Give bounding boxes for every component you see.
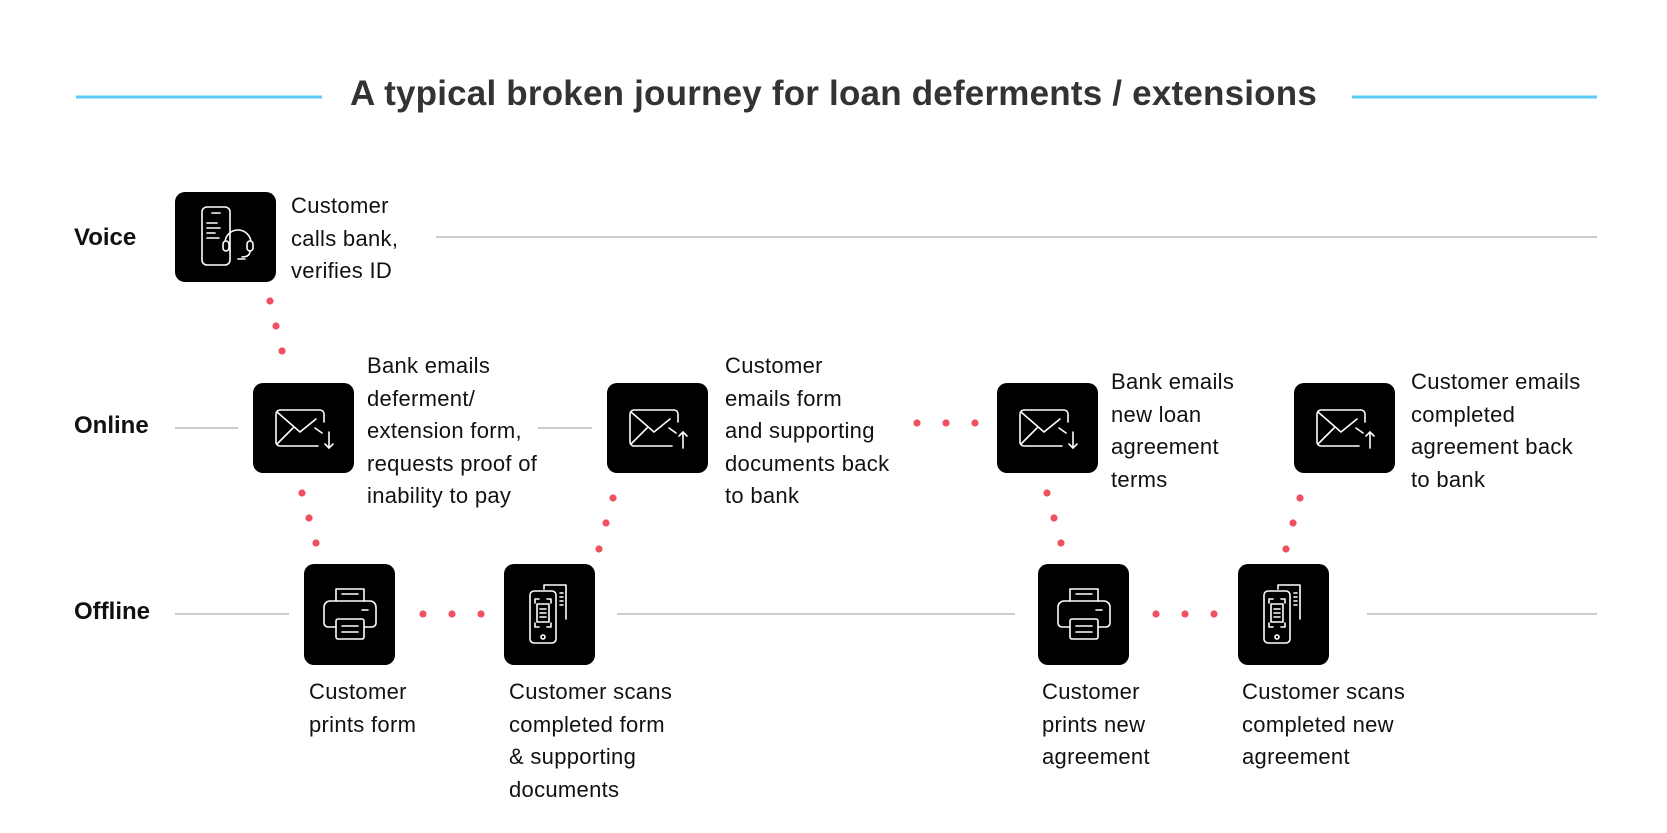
step-print-agreement-icon-box [1038, 564, 1129, 665]
lane-label-offline: Offline [74, 598, 150, 625]
step-bank-email-form-label: Bank emails deferment/ extension form, r… [367, 353, 538, 508]
step-call-icon-box [175, 192, 276, 282]
step-print-agreement-label: Customer prints new agreement [1042, 679, 1150, 769]
email-receive-icon [274, 409, 334, 449]
step-bank-email-form-icon-box [253, 383, 354, 473]
phone-headset-icon [200, 206, 254, 266]
step-customer-email-form-label: Customer emails form and supporting docu… [725, 353, 890, 508]
connector-email-to-print-2 [1043, 489, 1065, 547]
connector-email-to-print [298, 489, 320, 547]
email-send-icon [1315, 409, 1375, 449]
connector-scan-to-email-2 [1282, 494, 1304, 553]
step-customer-email-form-icon-box [607, 383, 708, 473]
connector-print-to-scan [419, 610, 485, 618]
step-print-form-icon-box [304, 564, 395, 665]
email-receive-icon [1018, 409, 1078, 449]
page-title: A typical broken journey for loan deferm… [350, 74, 1317, 113]
connector-email-to-email [913, 419, 979, 427]
step-customer-email-agreement-label: Customer emails completed agreement back… [1411, 369, 1581, 492]
step-scan-form-icon-box [504, 564, 595, 665]
step-bank-email-terms-icon-box [997, 383, 1098, 473]
step-print-form-label: Customer prints form [309, 679, 417, 737]
step-scan-agreement-icon-box [1238, 564, 1329, 665]
lane-label-online: Online [74, 412, 149, 439]
email-send-icon [628, 409, 688, 449]
step-scan-agreement-label: Customer scans completed new agreement [1242, 679, 1406, 769]
connector-scan-to-email [595, 494, 617, 553]
lane-label-voice: Voice [74, 224, 137, 251]
scanner-icon [1262, 583, 1301, 644]
connector-print-to-scan-2 [1152, 610, 1218, 618]
step-call-label: Customer calls bank, verifies ID [291, 193, 399, 283]
step-customer-email-agreement-icon-box [1294, 383, 1395, 473]
printer-icon [322, 587, 377, 640]
connector-call-to-email [266, 297, 286, 355]
step-scan-form-label: Customer scans completed form & supporti… [509, 679, 673, 802]
scanner-icon [528, 583, 567, 644]
step-bank-email-terms-label: Bank emails new loan agreement terms [1111, 369, 1235, 492]
printer-icon [1056, 587, 1111, 640]
